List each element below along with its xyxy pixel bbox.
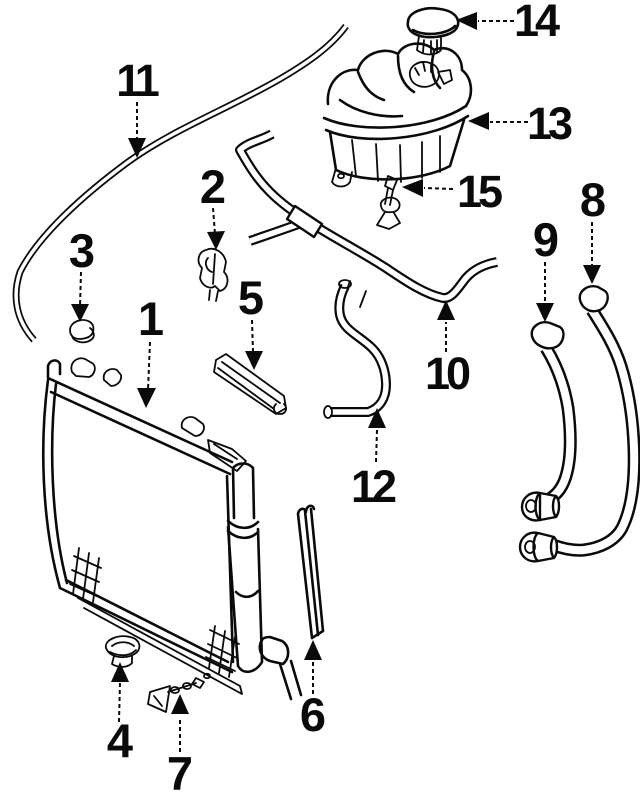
hose-8-coupler bbox=[518, 531, 559, 563]
push-clip-drawing bbox=[376, 175, 401, 230]
reservoir-cap-drawing bbox=[406, 6, 460, 56]
hose-10-junction-sleeve bbox=[285, 204, 324, 239]
push-clip-shape bbox=[376, 175, 401, 230]
hose-8-inner bbox=[551, 307, 639, 555]
callout-arrow-4 bbox=[111, 662, 129, 723]
callout-label-2: 2 bbox=[200, 160, 226, 213]
tank-body bbox=[328, 118, 466, 181]
callout-arrow-10 bbox=[437, 300, 455, 352]
callout-label-10: 10 bbox=[425, 348, 470, 399]
callout-arrows bbox=[71, 12, 601, 752]
callout-label-14: 14 bbox=[514, 0, 560, 46]
callout-label-11: 11 bbox=[116, 55, 159, 106]
tank-ribs bbox=[351, 135, 441, 183]
callout-label-12: 12 bbox=[351, 461, 396, 512]
hose-9-coupler bbox=[520, 491, 561, 522]
callout-label-7: 7 bbox=[167, 747, 193, 796]
callout-arrow-2 bbox=[207, 207, 225, 250]
hose-9-coupler-bore bbox=[525, 499, 537, 513]
callout-arrow-14 bbox=[456, 12, 514, 30]
tank-foot bbox=[331, 167, 353, 188]
expansion-tank-drawing bbox=[322, 42, 473, 188]
tank-flange bbox=[322, 104, 470, 141]
hose-11-outer bbox=[12, 23, 349, 343]
callout-label-8: 8 bbox=[580, 173, 606, 226]
radiator-core-grid bbox=[69, 547, 240, 678]
callout-arrow-13 bbox=[468, 112, 528, 130]
cap-skirt bbox=[416, 35, 442, 56]
side-strip-lines bbox=[296, 504, 325, 640]
small-bracket-drawing bbox=[147, 672, 211, 713]
callout-arrow-11 bbox=[128, 102, 146, 158]
callout-arrow-9 bbox=[536, 262, 554, 322]
callout-label-9: 9 bbox=[533, 213, 559, 266]
hose-8-cuff bbox=[578, 285, 609, 313]
callout-label-13: 13 bbox=[527, 98, 572, 149]
hose-10-sleeve-ticks bbox=[343, 280, 367, 308]
grommet-shape bbox=[69, 319, 95, 344]
hose-9-cuff bbox=[530, 321, 565, 350]
callout-arrow-5 bbox=[245, 319, 263, 370]
grommet-drawing bbox=[69, 319, 95, 344]
callout-label-5: 5 bbox=[238, 271, 264, 324]
hose-12-left-end bbox=[323, 405, 333, 419]
hose-9-inner bbox=[541, 345, 575, 506]
hose-10-inner bbox=[237, 131, 498, 301]
hose-clip-drawing bbox=[197, 247, 229, 302]
hose-8-coupler-bore bbox=[524, 540, 536, 554]
hose-12-inner bbox=[330, 284, 389, 415]
callout-arrow-12 bbox=[368, 408, 386, 463]
clip-shape bbox=[197, 247, 229, 302]
radiator-top-brackets bbox=[70, 357, 247, 472]
s-hose-drawing bbox=[323, 279, 391, 419]
callout-arrow-3 bbox=[71, 271, 89, 322]
radiator-bottom-seal bbox=[77, 597, 243, 695]
callout-arrow-7 bbox=[171, 694, 189, 752]
radiator-outlet bbox=[258, 635, 303, 701]
overflow-hose-drawing bbox=[12, 23, 349, 343]
callout-label-4: 4 bbox=[107, 714, 133, 767]
drain-cap-drawing bbox=[105, 635, 141, 668]
side-seal-strip-drawing bbox=[296, 504, 325, 640]
callout-label-6: 6 bbox=[300, 688, 326, 741]
radiator-drawing bbox=[41, 357, 303, 701]
tank-filler-neck bbox=[408, 61, 453, 88]
tank-dome bbox=[326, 42, 473, 118]
small-bracket-shape bbox=[147, 672, 211, 713]
callout-arrow-15 bbox=[402, 179, 454, 197]
callout-arrow-1 bbox=[137, 341, 156, 408]
callout-label-1: 1 bbox=[138, 292, 164, 345]
hose-12-top-end bbox=[338, 279, 352, 289]
radiator-outline bbox=[41, 359, 235, 674]
cap-top bbox=[406, 6, 460, 39]
callout-arrow-6 bbox=[304, 640, 322, 694]
callout-label-15: 15 bbox=[457, 166, 502, 217]
callout-label-3: 3 bbox=[69, 224, 95, 277]
bracket-rail-drawing bbox=[213, 353, 287, 415]
bracket-rail-shape bbox=[213, 353, 287, 415]
callout-arrow-8 bbox=[583, 222, 601, 284]
lower-hose-drawing bbox=[520, 321, 577, 522]
hose-11-inner bbox=[14, 24, 348, 342]
drain-cap-shape bbox=[105, 635, 141, 668]
upper-hose-drawing bbox=[518, 285, 640, 563]
callout-labels: 1 2 3 4 5 6 7 8 9 10 11 12 13 14 15 bbox=[69, 0, 606, 796]
vent-hose-drawing bbox=[235, 129, 499, 308]
